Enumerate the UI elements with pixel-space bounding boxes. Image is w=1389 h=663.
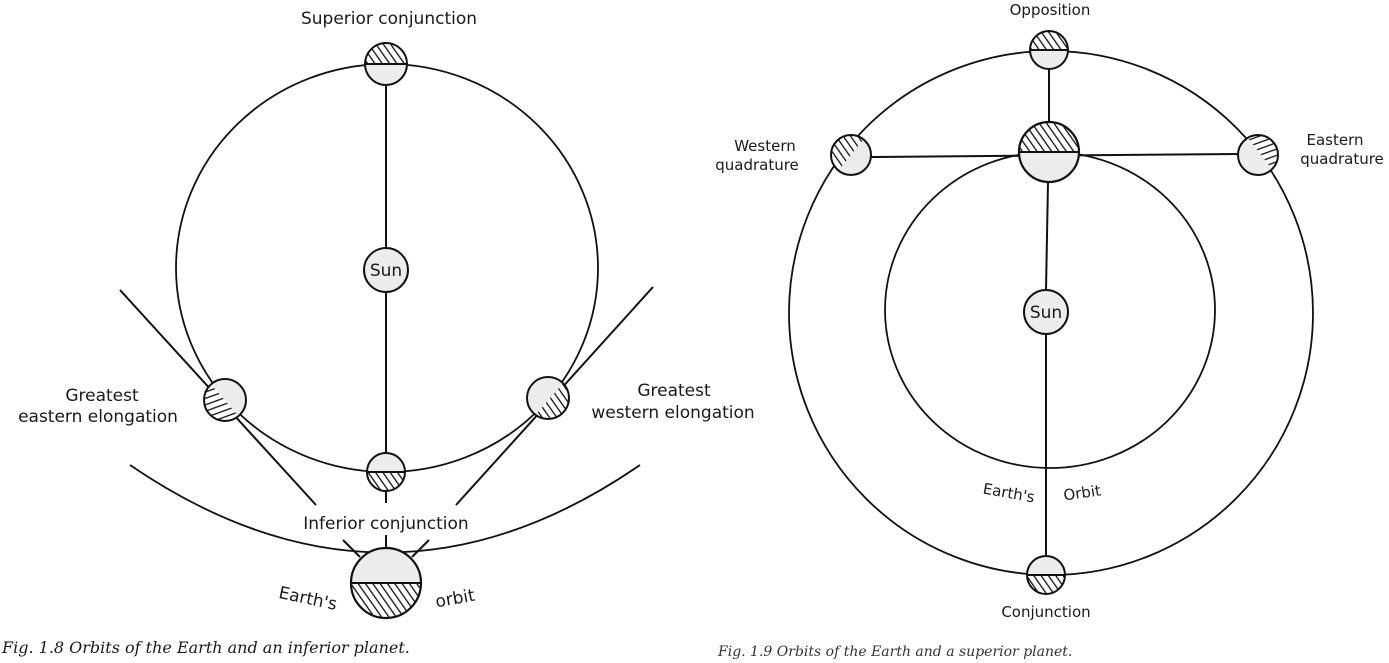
figure-1-8: Sun Superior conjunctio [1,9,755,657]
superior-conjunction-planet [364,42,408,86]
sun-fig9: Sun [1023,289,1069,335]
sun-label-fig9: Sun [1030,303,1062,323]
figure-1-9-caption: Fig. 1.9 Orbits of the Earth and a super… [717,644,1072,660]
opposition-label: Opposition [1010,1,1091,19]
greatest-western-label-line1: Greatest [637,381,711,401]
orbit-label-fig9: Orbit [1062,481,1102,504]
earths-label: Earth's [277,583,339,615]
conjunction-label: Conjunction [1001,603,1090,621]
earth-fig9 [1017,120,1081,184]
eastern-quadrature-planet [1237,134,1279,176]
greatest-western-label-line2: western elongation [591,403,754,423]
western-quadrature-label-line1: Western [734,137,796,155]
earth [349,546,423,620]
eastern-quadrature-label-line2: quadrature [1300,150,1384,168]
inferior-conjunction-label: Inferior conjunction [303,514,468,534]
greatest-eastern-label-line1: Greatest [65,386,139,406]
figure-1-8-caption: Fig. 1.8 Orbits of the Earth and an infe… [1,638,410,657]
western-quadrature-label-line2: quadrature [715,156,799,174]
superior-conjunction-label: Superior conjunction [301,9,477,29]
western-quadrature-planet [830,134,872,176]
earth-sightline-left [342,539,361,558]
inferior-conjunction-planet [366,452,406,492]
earth-sun-line [1045,181,1049,291]
earths-label-fig9: Earth's [982,480,1037,507]
figure-1-9: Sun Opposition Western quadrature Easter… [715,1,1384,660]
earth-sightline-right [411,539,430,558]
western-elongation-planet [526,376,570,420]
sun-label: Sun [370,261,402,281]
orbit-label: orbit [434,586,477,613]
eastern-elongation-planet [203,378,247,422]
greatest-eastern-label-line2: eastern elongation [18,407,178,427]
sun: Sun [363,247,409,293]
opposition-planet [1029,30,1069,70]
eastern-quadrature-label-line1: Eastern [1306,131,1363,149]
conjunction-planet [1026,555,1066,595]
